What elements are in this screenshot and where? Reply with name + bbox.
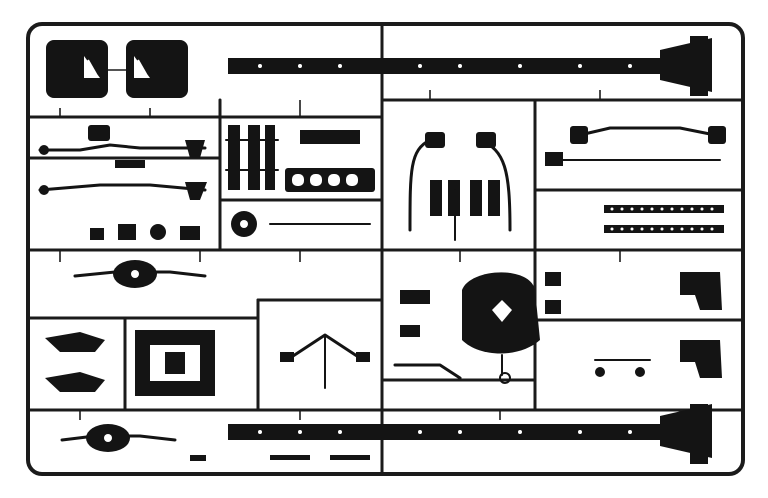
cross-member-part [135,330,215,396]
linkage-rods [38,125,207,200]
front-axle-part [545,126,726,166]
mirror-right-part [126,40,188,98]
sprue-gates [59,90,621,420]
sprue-runners [28,24,744,474]
misc-parts-right [545,272,651,377]
engine-block-part [285,130,375,192]
mirror-left-part [46,40,108,98]
fifth-wheel-part [462,272,540,384]
brackets-center [393,290,462,380]
small-fittings-left [90,224,200,240]
small-bits-bottom [190,455,370,461]
chassis-rail-bottom [228,404,712,464]
rear-axle-housing [73,260,207,288]
exhaust-pipes [408,132,512,241]
differential-part [60,424,177,452]
leaf-springs-center [225,125,279,190]
wheel-hub-small [231,211,371,237]
perforated-rails [604,205,724,233]
wishbone-part [280,333,370,389]
spring-hangers-left [45,332,105,392]
air-intake-elbows [680,272,722,378]
chassis-rail-top [228,36,712,96]
